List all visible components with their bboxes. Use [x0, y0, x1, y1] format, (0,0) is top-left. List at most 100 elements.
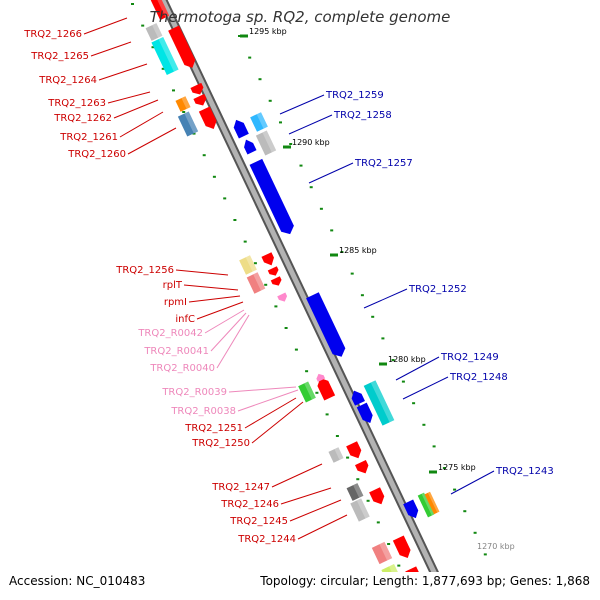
- scale-ticks: [131, 3, 487, 567]
- gene-label[interactable]: TRQ2_1252: [408, 284, 467, 295]
- gene-label[interactable]: TRQ2_1266: [23, 29, 82, 40]
- gene-feature[interactable]: [193, 93, 208, 108]
- label-connector: [288, 114, 333, 135]
- tick-dot: [366, 499, 370, 502]
- label-connector: [402, 376, 449, 400]
- gene-label[interactable]: TRQ2_1264: [38, 75, 97, 86]
- gene-label[interactable]: TRQ2_1251: [184, 423, 243, 434]
- gene-feature[interactable]: [261, 252, 276, 268]
- gene-label[interactable]: infC: [175, 314, 195, 325]
- gene-feature[interactable]: [346, 441, 364, 461]
- gene-feature[interactable]: [363, 380, 395, 426]
- gene-feature[interactable]: [175, 96, 191, 112]
- gene-label[interactable]: TRQ2_1259: [325, 90, 384, 101]
- gene-feature[interactable]: [177, 111, 199, 137]
- gene-label[interactable]: TRQ2_1245: [229, 516, 288, 527]
- gene-feature[interactable]: [151, 36, 179, 76]
- label-connector: [289, 499, 342, 522]
- label-connector: [175, 269, 229, 276]
- label-connector: [279, 94, 325, 115]
- gene-feature[interactable]: [328, 447, 344, 463]
- gene-feature[interactable]: [346, 483, 364, 501]
- label-connector: [83, 17, 128, 35]
- gene-feature[interactable]: [381, 563, 403, 588]
- tick-dot: [268, 99, 272, 102]
- gene-feature[interactable]: [306, 292, 348, 359]
- scale-label: 1285 kbp: [339, 246, 377, 255]
- gene-feature[interactable]: [349, 388, 365, 406]
- scale-labels: 1295 kbp 1290 kbp 1285 kbp 1280 kbp 1275…: [249, 27, 515, 551]
- gene-feature[interactable]: [198, 106, 219, 131]
- gene-feature[interactable]: [315, 375, 336, 401]
- gene-feature[interactable]: [246, 272, 266, 294]
- gene-feature[interactable]: [392, 535, 413, 560]
- gene-label[interactable]: TRQ2_1247: [211, 482, 270, 493]
- gene-feature[interactable]: [239, 255, 257, 275]
- gene-feature[interactable]: [356, 402, 376, 426]
- gene-label[interactable]: TRQ2_1257: [354, 158, 413, 169]
- gene-feature[interactable]: [249, 158, 297, 237]
- gene-label[interactable]: TRQ2_1262: [53, 113, 112, 124]
- gene-label[interactable]: TRQ2_1244: [237, 534, 296, 545]
- gene-feature[interactable]: [371, 541, 393, 565]
- gene-feature[interactable]: [145, 23, 163, 41]
- tick-dot: [401, 380, 405, 383]
- gene-feature[interactable]: [255, 130, 277, 156]
- tick-dot: [442, 467, 446, 469]
- tick-dot: [141, 24, 145, 27]
- gene-label[interactable]: TRQ2_1256: [115, 265, 174, 276]
- gene-label[interactable]: TRQ2_1261: [59, 132, 118, 143]
- gene-feature[interactable]: [168, 25, 198, 71]
- gene-feature[interactable]: [298, 381, 316, 403]
- gene-feature[interactable]: [267, 266, 280, 278]
- gene-label[interactable]: TRQ2_1260: [67, 149, 126, 160]
- label-connector: [237, 389, 299, 412]
- gene-feature[interactable]: [150, 0, 170, 21]
- gene-feature[interactable]: [403, 499, 421, 521]
- gene-feature[interactable]: [424, 491, 440, 515]
- length-label: Length:: [372, 574, 419, 588]
- gene-label[interactable]: rplT: [163, 280, 183, 291]
- rna-label[interactable]: TRQ2_R0039: [161, 387, 227, 398]
- gene-label[interactable]: TRQ2_1263: [47, 98, 106, 109]
- gene-feature[interactable]: [315, 372, 326, 382]
- gene-feature[interactable]: [270, 276, 283, 288]
- tick-dot: [131, 3, 134, 5]
- rna-label[interactable]: TRQ2_R0042: [137, 328, 203, 339]
- gene-feature[interactable]: [231, 118, 249, 139]
- tick-dot: [325, 413, 329, 416]
- topology-label: Topology:: [260, 574, 317, 588]
- rna-label[interactable]: TRQ2_R0040: [149, 363, 215, 374]
- label-connector: [204, 309, 245, 334]
- accession-label: Accession:: [9, 574, 73, 588]
- tick-dot: [346, 456, 350, 459]
- tick-dot: [340, 251, 344, 253]
- gene-label[interactable]: TRQ2_1265: [30, 51, 89, 62]
- gene-feature[interactable]: [350, 498, 370, 522]
- gene-feature[interactable]: [277, 292, 289, 303]
- gene-features: [145, 0, 440, 589]
- gene-label[interactable]: TRQ2_1250: [191, 438, 250, 449]
- gene-feature[interactable]: [355, 460, 371, 476]
- tick-dot: [371, 315, 375, 318]
- tick-dot: [422, 423, 426, 426]
- tick-dot: [299, 164, 303, 167]
- gene-label[interactable]: TRQ2_1248: [449, 372, 508, 383]
- tick-dot: [238, 35, 241, 37]
- gene-label[interactable]: TRQ2_1246: [220, 499, 279, 510]
- tick-dot: [172, 89, 175, 92]
- tick-dot: [274, 305, 278, 308]
- gene-feature[interactable]: [241, 138, 257, 155]
- gene-feature[interactable]: [405, 566, 424, 589]
- gene-label[interactable]: TRQ2_1249: [440, 352, 499, 363]
- label-connector: [228, 386, 297, 393]
- gene-label[interactable]: rpmI: [164, 297, 187, 308]
- gene-feature[interactable]: [190, 82, 205, 97]
- gene-label[interactable]: TRQ2_1243: [495, 466, 554, 477]
- gene-label[interactable]: TRQ2_1258: [333, 110, 392, 121]
- gene-feature[interactable]: [250, 112, 268, 132]
- rna-label[interactable]: TRQ2_R0038: [170, 406, 236, 417]
- rna-label[interactable]: TRQ2_R0041: [143, 346, 209, 357]
- gene-feature[interactable]: [417, 492, 435, 518]
- gene-feature[interactable]: [369, 487, 387, 507]
